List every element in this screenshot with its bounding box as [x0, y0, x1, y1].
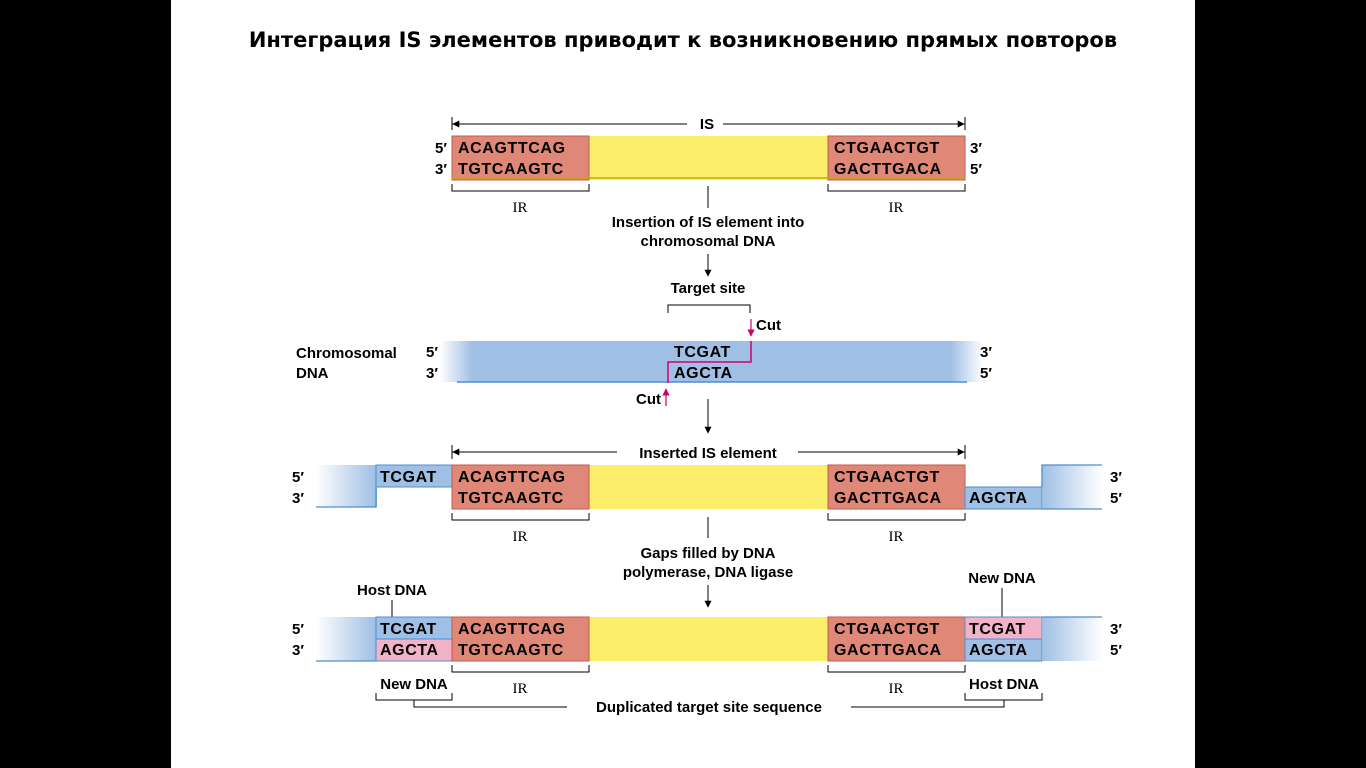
slide-title: Интеграция IS элементов приводит к возни… — [248, 28, 1118, 52]
five-prime-label: 5′ — [1110, 490, 1122, 507]
step1-text-line1: Insertion of IS element into — [612, 214, 805, 231]
step2-text-line1: Gaps filled by DNA — [640, 545, 775, 562]
ir-left-bottom-seq: TGTCAAGTC — [458, 490, 564, 507]
left-inverted-repeat — [451, 135, 590, 181]
panel-chromosomal-dna: Target site TCGAT AGCTA Cut Cut Chromoso… — [296, 280, 992, 408]
ir-left-top-seq: ACAGTTCAG — [458, 140, 566, 157]
is-integration-diagram: IS ACAGTTCAG TGTCAAGTC CTGAACTGT GACTTGA… — [292, 116, 1122, 716]
ir-right-top-seq: CTGAACTGT — [834, 621, 940, 638]
three-prime-label: 3′ — [292, 642, 304, 659]
host-dna-label-bottom: Host DNA — [969, 676, 1039, 693]
step1-text-line2: chromosomal DNA — [640, 233, 775, 250]
ir-label: IR — [513, 681, 528, 697]
target-bottom-seq: AGCTA — [674, 365, 733, 382]
is-span-bracket: IS — [451, 116, 966, 133]
flank-right-fade — [1042, 617, 1102, 661]
three-prime-label: 3′ — [435, 161, 447, 178]
five-prime-label: 5′ — [435, 140, 447, 157]
three-prime-label: 3′ — [426, 365, 438, 382]
new-left-bottom-seq: AGCTA — [380, 642, 439, 659]
left-inverted-repeat — [451, 616, 590, 662]
ir-label: IR — [513, 200, 528, 216]
five-prime-label: 5′ — [1110, 642, 1122, 659]
ir-label: IR — [889, 681, 904, 697]
is-span-label: IS — [700, 116, 714, 133]
step2-text-line2: polymerase, DNA ligase — [623, 564, 793, 581]
overhang-right-seq: AGCTA — [969, 490, 1028, 507]
staggered-cut-line — [667, 341, 752, 383]
panel-duplicated-target: Host DNA New DNA TCGAT AGCTA ACAGTTCAG T… — [292, 570, 1122, 716]
duplicated-bracket-right — [851, 700, 1005, 708]
slide: Интеграция IS элементов приводит к возни… — [171, 0, 1195, 768]
five-prime-label: 5′ — [292, 621, 304, 638]
host-dna-label-top: Host DNA — [357, 582, 427, 599]
ir-label: IR — [889, 200, 904, 216]
inserted-span-label: Inserted IS element — [639, 445, 777, 462]
three-prime-label: 3′ — [970, 140, 982, 157]
five-prime-label: 5′ — [980, 365, 992, 382]
flank-left-fade — [316, 617, 376, 661]
duplicated-bracket-left — [413, 700, 567, 708]
three-prime-label: 3′ — [1110, 621, 1122, 638]
target-top-seq: TCGAT — [674, 344, 731, 361]
inserted-span-bracket: Inserted IS element — [451, 445, 966, 462]
left-inverted-repeat — [451, 464, 590, 510]
ir-left-bottom-seq: TGTCAAGTC — [458, 161, 564, 178]
new-dna-label-top: New DNA — [968, 570, 1036, 587]
three-prime-label: 3′ — [980, 344, 992, 361]
overhang-left-seq: TCGAT — [380, 469, 437, 486]
ir-right-bottom-seq: GACTTGACA — [834, 642, 942, 659]
panel-inserted-is: Inserted IS element TCGAT AGCTA ACAGTTCA… — [292, 445, 1122, 545]
right-inverted-repeat — [827, 464, 966, 510]
duplicated-target-label: Duplicated target site sequence — [596, 699, 822, 716]
ir-label: IR — [889, 529, 904, 545]
five-prime-label: 5′ — [970, 161, 982, 178]
flank-right-fade — [1042, 465, 1102, 509]
ir-left-top-seq: ACAGTTCAG — [458, 469, 566, 486]
cut-label-top: Cut — [756, 317, 781, 334]
ir-right-top-seq: CTGAACTGT — [834, 140, 940, 157]
dna-label: DNA — [296, 365, 329, 382]
new-dna-label-bottom: New DNA — [380, 676, 448, 693]
ir-label: IR — [513, 529, 528, 545]
ir-left-bottom-seq: TGTCAAGTC — [458, 642, 564, 659]
host-left-top-seq: TCGAT — [380, 621, 437, 638]
target-site-label: Target site — [671, 280, 746, 297]
panel-is-element: IS ACAGTTCAG TGTCAAGTC CTGAACTGT GACTTGA… — [435, 116, 982, 216]
right-inverted-repeat — [827, 616, 966, 662]
ir-left-top-seq: ACAGTTCAG — [458, 621, 566, 638]
three-prime-label: 3′ — [1110, 469, 1122, 486]
ir-right-top-seq: CTGAACTGT — [834, 469, 940, 486]
host-right-bottom-seq: AGCTA — [969, 642, 1028, 659]
ir-right-bottom-seq: GACTTGACA — [834, 161, 942, 178]
three-prime-label: 3′ — [292, 490, 304, 507]
right-inverted-repeat — [827, 135, 966, 181]
five-prime-label: 5′ — [292, 469, 304, 486]
cut-label-bottom: Cut — [636, 391, 661, 408]
chromosomal-label: Chromosomal — [296, 345, 397, 362]
target-site-bracket — [667, 304, 751, 313]
new-right-top-seq: TCGAT — [969, 621, 1026, 638]
flank-left-fade — [316, 465, 376, 507]
ir-right-bottom-seq: GACTTGACA — [834, 490, 942, 507]
five-prime-label: 5′ — [426, 344, 438, 361]
